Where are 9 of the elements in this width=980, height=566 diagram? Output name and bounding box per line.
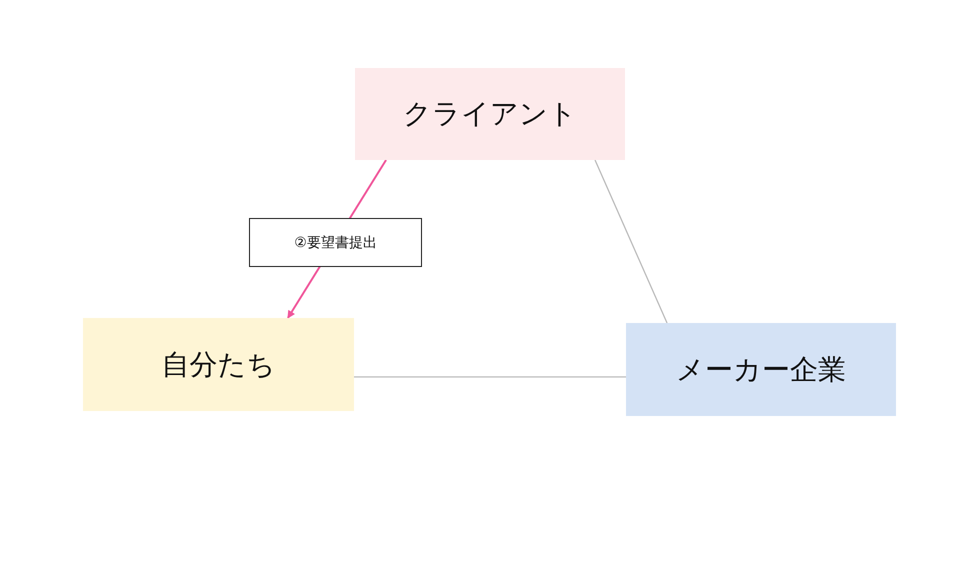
party-box xyxy=(355,68,625,160)
connector-line xyxy=(354,376,626,378)
party-box xyxy=(83,318,354,411)
box-label: クライアント xyxy=(403,96,577,132)
box-label: メーカー企業 xyxy=(676,352,846,388)
party-box xyxy=(626,323,896,416)
box-label: 自分たち xyxy=(162,346,276,382)
connector-line xyxy=(594,160,668,324)
edge-label: ②要望書提出 xyxy=(249,218,422,267)
